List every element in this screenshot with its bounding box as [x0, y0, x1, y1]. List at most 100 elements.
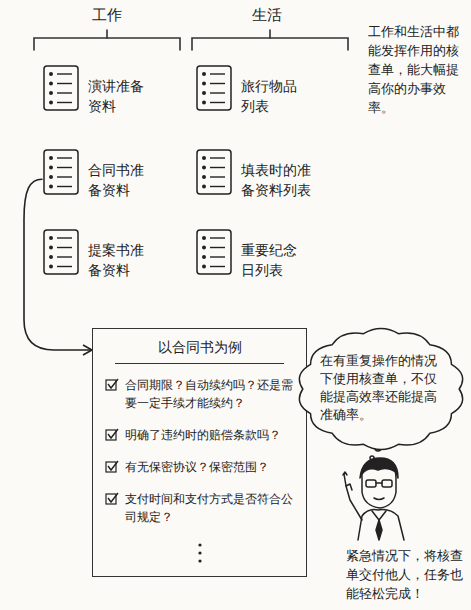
bullet — [49, 236, 53, 240]
dot — [198, 559, 201, 562]
item-label: 演讲准备资料 — [80, 64, 150, 116]
sheet — [44, 230, 78, 274]
column-heading: 生活 — [252, 6, 292, 25]
dot — [198, 543, 201, 546]
check-text: 有无保密协议？保密范围？ — [125, 458, 269, 476]
tick — [108, 379, 118, 388]
line — [57, 186, 72, 187]
check-text: 明确了违约时的赔偿条款吗？ — [125, 426, 281, 444]
sheet — [197, 66, 231, 110]
line — [210, 256, 225, 257]
checkbox-icon — [105, 378, 119, 392]
line — [210, 176, 225, 177]
bracket — [34, 38, 180, 50]
line — [57, 83, 72, 84]
bullet — [202, 82, 206, 86]
bullet — [49, 91, 53, 95]
sheet — [197, 230, 231, 274]
bullet — [49, 166, 53, 170]
checklist-item: 重要纪念日列表 — [195, 228, 303, 280]
bracket — [192, 38, 348, 50]
line — [57, 256, 72, 257]
bullet — [202, 72, 206, 76]
check-text: 合同期限？自动续约吗？还是需要一定手续才能续约？ — [125, 376, 294, 412]
check-row: 明确了违约时的赔偿条款吗？ — [105, 426, 294, 444]
line — [210, 157, 225, 158]
line — [57, 73, 72, 74]
item-label: 填表时的准备资料列表 — [233, 148, 317, 200]
line — [57, 176, 72, 177]
bullet — [202, 156, 206, 160]
line — [57, 92, 72, 93]
bullet — [202, 255, 206, 259]
check-row: 有无保密协议？保密范围？ — [105, 458, 294, 476]
line — [210, 247, 225, 248]
sheet — [44, 150, 78, 194]
column-heading: 工作 — [92, 6, 132, 25]
speech-bubble: 在有重复操作的情况下使用核查单，不仅能提高效率还能提高准确率。 — [296, 326, 466, 452]
check-text: 支付时间和支付方式是否符合公司规定？ — [125, 490, 294, 526]
checklist-icon — [195, 64, 233, 112]
bullet — [202, 265, 206, 269]
bullet — [202, 236, 206, 240]
item-label: 重要纪念日列表 — [233, 228, 303, 280]
side-note: 紧急情况下，将核查单交付他人，任务也能轻松完成！ — [346, 546, 466, 603]
cloud-path — [299, 329, 462, 450]
dot — [198, 551, 201, 554]
line — [210, 73, 225, 74]
line — [57, 237, 72, 238]
bullet — [202, 91, 206, 95]
bullet — [49, 156, 53, 160]
bullet — [49, 265, 53, 269]
bullet — [49, 185, 53, 189]
tick — [108, 429, 118, 438]
example-box: 以合同书为例合同期限？自动续约吗？还是需要一定手续才能续约？ 明确了违约时的赔偿条… — [92, 328, 307, 577]
checklist-item: 提案书准备资料 — [42, 228, 150, 280]
checklist-icon — [195, 228, 233, 276]
bullet — [49, 175, 53, 179]
ellipsis-dots — [190, 540, 210, 566]
bullet — [49, 246, 53, 250]
bracket-tick — [269, 30, 271, 38]
check-row: 合同期限？自动续约吗？还是需要一定手续才能续约？ — [105, 376, 294, 412]
line — [57, 167, 72, 168]
line — [210, 102, 225, 103]
man-figure — [343, 445, 404, 540]
line — [210, 186, 225, 187]
sheet — [197, 150, 231, 194]
bullet — [202, 185, 206, 189]
line — [210, 266, 225, 267]
item-label: 旅行物品列表 — [233, 64, 303, 116]
bullet — [49, 72, 53, 76]
bullet — [202, 101, 206, 105]
line — [210, 237, 225, 238]
line — [57, 266, 72, 267]
checklist-icon — [42, 228, 80, 276]
item-label: 合同书准备资料 — [80, 148, 150, 200]
bullet — [49, 82, 53, 86]
bullet — [202, 246, 206, 250]
curved-arrow — [24, 179, 92, 350]
checklist-item: 演讲准备资料 — [42, 64, 150, 116]
checkbox-icon — [105, 460, 119, 474]
checklist-item: 填表时的准备资料列表 — [195, 148, 317, 200]
bullet — [49, 101, 53, 105]
check-row: 支付时间和支付方式是否符合公司规定？ — [105, 490, 294, 526]
sheet — [44, 66, 78, 110]
checklist-item: 旅行物品列表 — [195, 64, 303, 116]
line — [210, 167, 225, 168]
bubble-text: 在有重复操作的情况下使用核查单，不仅能提高效率还能提高准确率。 — [320, 352, 442, 424]
checklist-icon — [42, 148, 80, 196]
checklist-icon — [195, 148, 233, 196]
bullet — [202, 166, 206, 170]
checkbox-icon — [105, 492, 119, 506]
line — [57, 102, 72, 103]
box-heading: 以合同书为例 — [115, 339, 284, 364]
bracket-tick — [106, 30, 108, 38]
side-note: 工作和生活中都能发挥作用的核查单，能大幅提高你的办事效率。 — [368, 22, 464, 117]
tick — [108, 461, 118, 470]
bullet — [49, 255, 53, 259]
checklist-icon — [42, 64, 80, 112]
line — [57, 247, 72, 248]
tick — [108, 493, 118, 502]
